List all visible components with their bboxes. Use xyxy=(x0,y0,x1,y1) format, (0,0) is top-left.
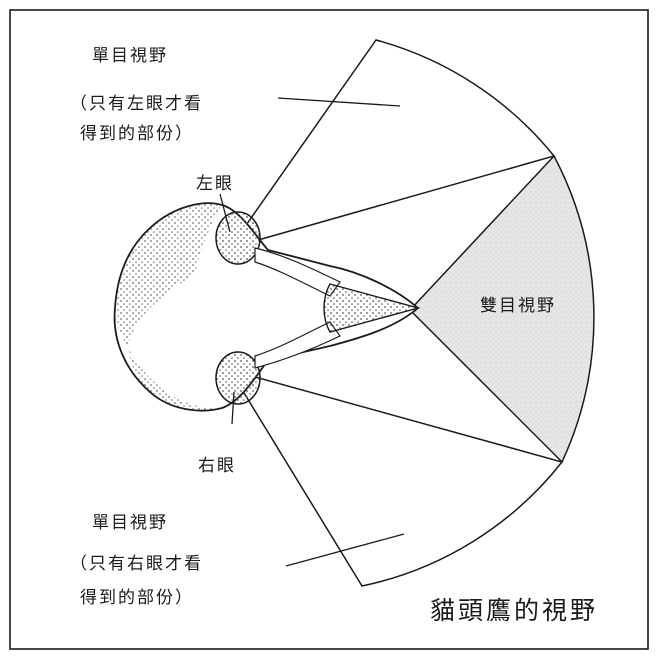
left-monocular-note-line1: （只有左眼才看 xyxy=(70,96,203,113)
binocular-label: 雙目視野 xyxy=(480,298,556,315)
right-monocular-title: 單目視野 xyxy=(92,515,168,532)
right-monocular-note-line1: （只有右眼才看 xyxy=(70,556,203,573)
right-eye-label: 右眼 xyxy=(198,458,236,475)
left-monocular-title: 單目視野 xyxy=(92,48,168,65)
diagram-caption: 貓頭鷹的視野 xyxy=(430,598,598,623)
left-eye-label: 左眼 xyxy=(196,176,234,193)
left-monocular-note-line2: 得到的部份） xyxy=(80,126,194,143)
left-eye-socket xyxy=(216,212,260,264)
right-eye-socket xyxy=(216,352,260,404)
right-monocular-note-line2: 得到的部份） xyxy=(80,590,194,607)
